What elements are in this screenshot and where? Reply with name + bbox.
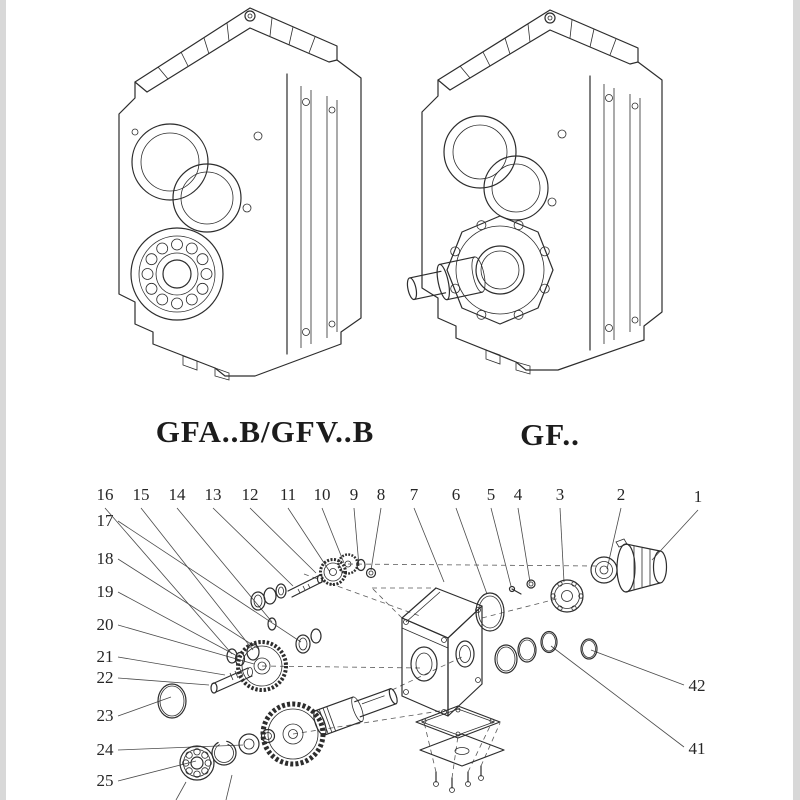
gearbox-right-output-flange	[447, 216, 553, 324]
callout-21: 21	[97, 647, 114, 666]
exploded-view: 16 15 14 13 12 11 10 9 8 7 6 5 4 3 2 1 1…	[97, 485, 706, 800]
callout-9: 9	[350, 485, 359, 504]
callout-25: 25	[97, 771, 114, 790]
page-edge-left	[0, 0, 6, 800]
callout-42: 42	[689, 676, 706, 695]
callout-6: 6	[452, 485, 461, 504]
gearbox-left-bearing	[131, 228, 223, 320]
gearbox-drawing-left	[95, 2, 380, 394]
leader-lines	[105, 508, 698, 800]
callout-5: 5	[487, 485, 496, 504]
callout-10: 10	[314, 485, 331, 504]
part-intermediate-gear-cluster	[211, 629, 321, 693]
part-seal-rings	[476, 593, 597, 673]
gearbox-left-details	[132, 129, 262, 380]
callout-14: 14	[169, 485, 187, 504]
callout-19: 19	[97, 582, 114, 601]
callout-13: 13	[205, 485, 222, 504]
callout-labels-right: 42 41	[689, 676, 706, 758]
gearbox-right-bores	[444, 116, 548, 220]
callout-labels-left: 17 18 19 20 21 22 23 24 25	[97, 511, 115, 790]
callout-20: 20	[97, 615, 114, 634]
callout-23: 23	[97, 706, 114, 725]
gearbox-right-output-shaft	[404, 256, 487, 307]
gearbox-right-outline	[422, 10, 662, 370]
callout-18: 18	[97, 549, 114, 568]
callout-2: 2	[617, 485, 626, 504]
callout-12: 12	[242, 485, 259, 504]
model-label-gfab-gfvb: GFA..B/GFV..B	[155, 414, 375, 449]
callout-15: 15	[133, 485, 150, 504]
callout-4: 4	[514, 485, 523, 504]
assembly-axis-lines	[262, 564, 596, 778]
callout-17: 17	[97, 511, 115, 530]
part-input-flange	[510, 580, 584, 612]
gearbox-right-details	[486, 130, 566, 374]
callout-1: 1	[694, 487, 703, 506]
part-output-shaft	[311, 683, 400, 737]
callout-24: 24	[97, 740, 115, 759]
callout-labels-top: 16 15 14 13 12 11 10 9 8 7 6 5 4 3 2 1	[97, 485, 703, 506]
callout-22: 22	[97, 668, 114, 687]
part-housing	[402, 588, 482, 716]
part-cover-plates	[416, 706, 504, 793]
callout-8: 8	[377, 485, 386, 504]
page-edge-right	[793, 0, 800, 800]
part-large-ring	[158, 684, 186, 718]
callout-11: 11	[280, 485, 296, 504]
callout-7: 7	[410, 485, 419, 504]
model-label-gf: GF..	[520, 417, 580, 452]
gearbox-drawing-right	[400, 2, 700, 394]
callout-3: 3	[556, 485, 565, 504]
part-bearing-cluster	[180, 730, 275, 781]
gearbox-left-bores	[132, 124, 241, 232]
part-input-shaft-cluster	[251, 555, 376, 631]
callout-16: 16	[97, 485, 114, 504]
part-output-gear	[263, 704, 323, 764]
callout-41: 41	[689, 739, 706, 758]
part-motor-unit	[591, 539, 667, 592]
